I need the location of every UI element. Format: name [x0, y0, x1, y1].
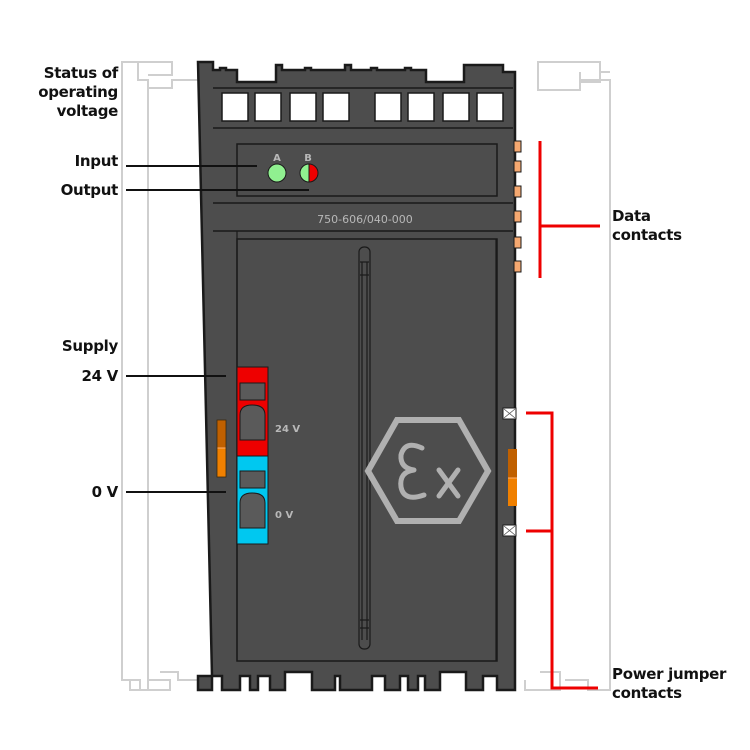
data-contacts-label-line2: contacts	[612, 226, 682, 244]
red-callouts	[526, 141, 600, 690]
callout-lines	[126, 165, 309, 493]
left-orange-tab	[216, 419, 227, 478]
terminal-window	[221, 92, 249, 122]
led-b	[299, 163, 319, 183]
supply-0v-label: 0 V	[91, 483, 119, 501]
ex-mark-icon	[364, 417, 492, 524]
power-jumper-contact-top	[502, 407, 517, 420]
status-label-line2: operating	[38, 83, 118, 101]
power-jumper-label: Power jumper contacts	[612, 665, 726, 703]
terminal-window	[254, 92, 282, 122]
data-contact	[513, 210, 522, 223]
data-contact	[513, 160, 522, 173]
release-slot	[358, 246, 371, 650]
power-jumper-bracket	[526, 411, 598, 690]
status-label-line3: voltage	[56, 102, 119, 120]
led-b-label: B	[304, 153, 312, 164]
status-label-line1: Status of	[43, 64, 119, 82]
right-orange-tab	[508, 449, 517, 506]
power-jumper-label-line1: Power jumper	[612, 665, 727, 683]
data-contacts	[513, 140, 522, 273]
supply-label: Supply	[61, 337, 118, 355]
terminal-window	[322, 92, 350, 122]
supply-24v-label: 24 V	[81, 367, 118, 385]
data-contacts-label: Data contacts	[612, 207, 682, 245]
terminal-window	[407, 92, 435, 122]
connector-24v[interactable]	[236, 366, 269, 457]
terminal-window	[476, 92, 504, 122]
led-panel: A B	[213, 143, 513, 204]
data-contact	[513, 185, 522, 198]
data-contact	[513, 140, 522, 153]
terminal-window	[289, 92, 317, 122]
led-a	[267, 163, 287, 183]
input-label: Input	[74, 152, 119, 170]
terminal-windows	[213, 92, 513, 129]
terminal-window	[442, 92, 470, 122]
part-number: 750-606/040-000	[317, 213, 413, 226]
power-jumper-contact-bottom	[502, 524, 517, 537]
rail-outline	[121, 61, 611, 691]
connector-0v[interactable]	[236, 455, 269, 545]
data-contact	[513, 236, 522, 249]
status-label: Status of operating voltage	[20, 64, 118, 121]
data-contact	[513, 260, 522, 273]
power-jumper-label-line2: contacts	[612, 684, 682, 702]
led-a-label: A	[273, 153, 281, 164]
module-housing	[196, 60, 517, 692]
terminal-window	[374, 92, 402, 122]
connector-0v-label: 0 V	[275, 510, 293, 521]
data-contacts-label-line1: Data	[612, 207, 651, 225]
connector-24v-label: 24 V	[275, 424, 300, 435]
output-label: Output	[60, 181, 119, 199]
